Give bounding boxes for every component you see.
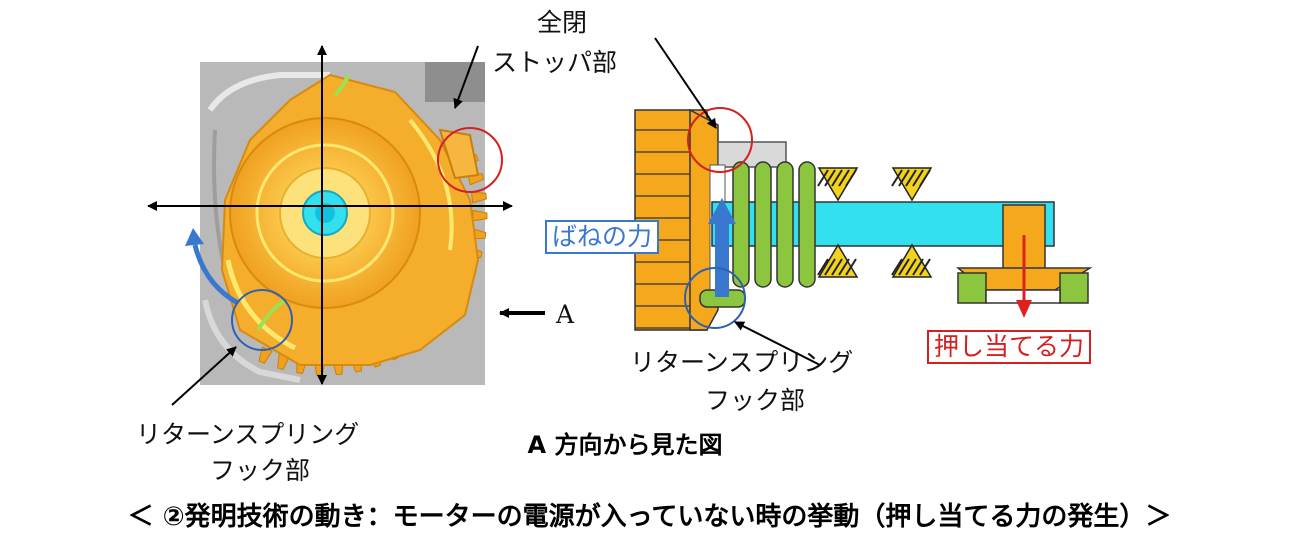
hook-highlight-circle: [231, 289, 293, 351]
bearing-hatch: [912, 169, 924, 187]
stopper-notch: [438, 128, 480, 180]
spring-force-arrow: [715, 222, 729, 297]
bearing-hatch: [898, 258, 910, 276]
stopper-label-line2: ストッパ部: [492, 48, 618, 77]
hook-right-label-line1: リターンスプリング: [630, 348, 854, 377]
stopper-highlight-circle: [437, 127, 503, 193]
bearing-hatch: [845, 169, 857, 187]
bearing-hatch: [905, 169, 917, 187]
hook-leader: [171, 346, 237, 406]
main-caption: ＜ ②発明技術の動き：モーターの電源が入っていない時の挙動（押し当てる力の発生）…: [127, 502, 1172, 532]
hook-right-label-line2: フック部: [705, 386, 806, 415]
bearing-hatch: [905, 258, 917, 276]
side-stopper-leader: [654, 37, 717, 129]
bearing-hatch: [912, 258, 924, 276]
bearing-hatch: [831, 258, 843, 276]
bearing-hatch: [891, 169, 903, 187]
seat-left: [957, 272, 987, 304]
bearing-hatch: [891, 258, 903, 276]
bearing-hatch: [817, 169, 829, 187]
bearing-hatch: [824, 169, 836, 187]
front-view: [147, 45, 545, 406]
side-stopper-highlight: [687, 107, 753, 173]
bearings: [817, 167, 933, 278]
bearing-hatch: [838, 258, 850, 276]
view-from-a-caption: A 方向から見た図: [527, 431, 723, 459]
bearing-hatch: [831, 169, 843, 187]
bearing-hatch: [838, 169, 850, 187]
bearing-hatch: [845, 258, 857, 276]
bearing-hatch: [919, 169, 931, 187]
return-spring-wire: [333, 74, 350, 97]
bearing-triangle: [891, 243, 933, 278]
side-hook-highlight: [684, 267, 746, 329]
hook-left-label-line1: リターンスプリング: [136, 420, 360, 449]
side-view: [634, 37, 1093, 366]
hook-left-label-line2: フック部: [210, 456, 311, 485]
direction-a-label: A: [556, 300, 575, 329]
bearing-hatch: [824, 258, 836, 276]
gear-tooth: [258, 346, 273, 364]
stopper-leader: [453, 45, 479, 109]
gear-tooth: [470, 191, 487, 204]
bearing-hatch: [919, 258, 931, 276]
side-hook-leader: [734, 321, 821, 366]
bearing-triangle: [817, 167, 859, 202]
seat-right: [1059, 272, 1089, 304]
stopper-label-line1: 全閉: [537, 8, 588, 37]
coil-spring: [732, 161, 816, 288]
push-force-label: 押し当てる力: [927, 330, 1092, 364]
bearing-hatch: [898, 169, 910, 187]
spring-force-label: ばねの力: [545, 220, 660, 254]
bearing-hatch: [817, 258, 829, 276]
bearing-triangle: [817, 243, 859, 278]
rotation-arrow: [192, 244, 240, 306]
housing-rim: [207, 72, 330, 112]
bearing-triangle: [891, 167, 933, 202]
